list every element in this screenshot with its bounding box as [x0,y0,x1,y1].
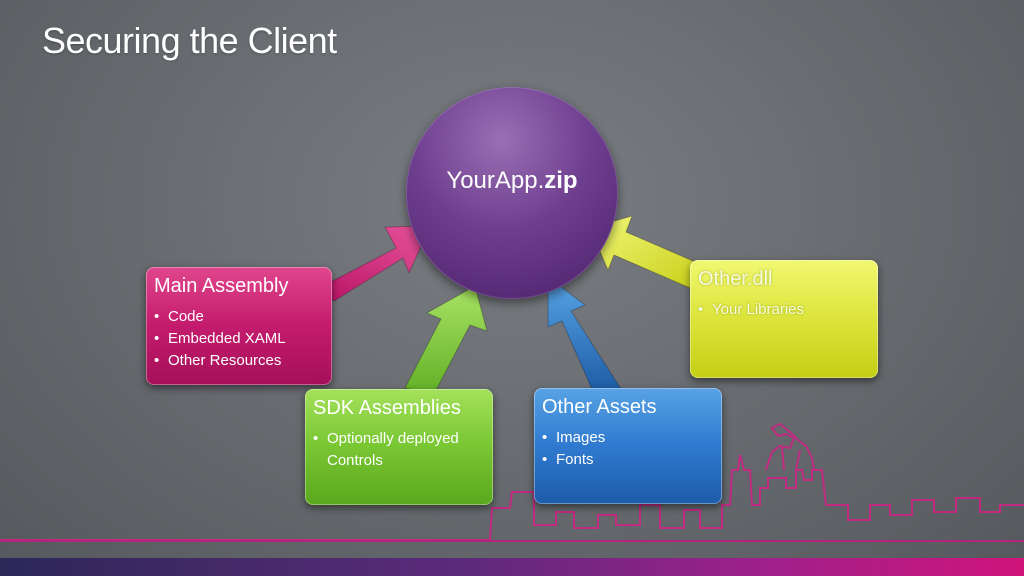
arrow-sdk-to-hub [404,285,488,395]
bottom-gradient-band [0,558,1024,576]
other-assets-title: Other Assets [542,396,657,418]
sdk-assemblies-title: SDK Assemblies [313,397,461,419]
yourapp-zip-circle: YourApp.zip [406,87,618,299]
arrow-assets-to-hub [547,275,622,390]
main-assembly-title: Main Assembly [154,275,289,297]
other-dll-title: Other.dll [698,268,773,290]
other-assets-list: Images Fonts [542,427,714,471]
other-dll-box: Other.dll Your Libraries [690,260,878,378]
hub-label-plain: YourApp. [446,167,545,194]
hub-label: YourApp.zip [446,167,577,195]
list-item: Images [542,427,714,449]
main-assembly-list: Code Embedded XAML Other Resources [154,306,324,372]
bottom-divider-line [0,540,1024,542]
list-item: Other Resources [154,350,324,372]
other-dll-list: Your Libraries [698,299,870,321]
slide-title: Securing the Client [42,20,337,61]
list-item: Your Libraries [698,299,870,321]
sdk-assemblies-list: Optionally deployed Controls [313,428,485,472]
list-item: Embedded XAML [154,328,324,350]
main-assembly-box: Main Assembly Code Embedded XAML Other R… [146,267,332,385]
arrow-main-to-hub [322,225,431,302]
list-item: Code [154,306,324,328]
list-item: Fonts [542,449,714,471]
list-item: Optionally deployed Controls [313,428,485,472]
hub-label-bold: zip [544,167,578,194]
other-assets-box: Other Assets Images Fonts [534,388,722,504]
sdk-assemblies-box: SDK Assemblies Optionally deployed Contr… [305,389,493,505]
